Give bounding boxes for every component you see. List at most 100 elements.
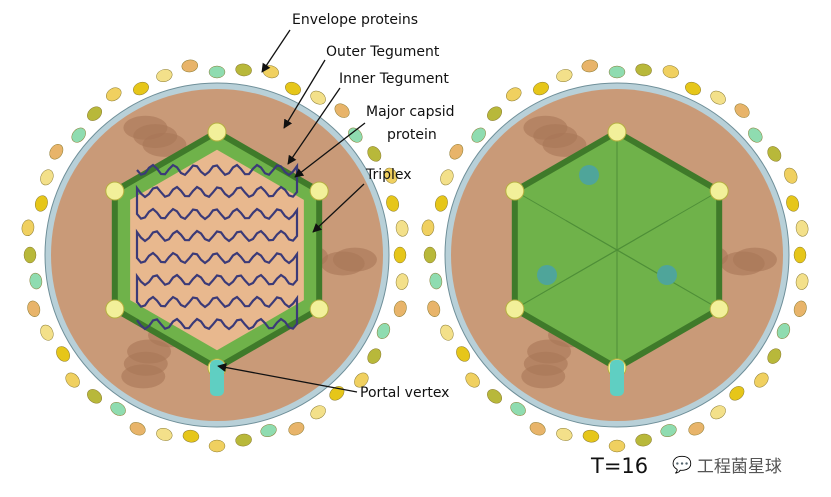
virion-cross-section [21,59,409,453]
tegument-blob [142,132,187,157]
envelope-protein [660,424,677,438]
envelope-protein [440,169,454,186]
envelope-protein [734,103,750,118]
envelope-protein [376,323,391,339]
label-arrows [217,29,366,393]
envelope-protein [793,300,807,317]
envelope-protein [393,246,407,264]
label-portal-vertex: Portal vertex [360,385,450,401]
envelope-protein [487,106,503,121]
envelope-protein [556,427,573,441]
envelope-protein [40,324,54,341]
envelope-protein [367,146,382,162]
label-major-capsid-line2: protein [387,127,437,143]
envelope-protein [487,389,503,404]
envelope-protein [23,246,37,264]
envelope-protein [87,389,103,404]
envelope-protein [635,433,652,447]
envelope-protein [533,81,549,96]
envelope-protein [754,372,769,388]
envelope-protein [429,272,443,290]
envelope-protein [181,59,199,73]
envelope-protein [40,169,54,186]
envelope-protein [427,300,441,317]
envelope-protein [262,65,279,79]
envelope-protein [208,65,226,79]
vertex-protein [709,299,729,319]
envelope-protein [71,127,86,143]
envelope-protein [288,422,305,436]
envelope-protein [608,65,626,79]
envelope-protein [688,422,705,436]
envelope-protein [310,405,326,420]
envelope-protein [423,246,437,264]
dna-genome [135,162,299,331]
vertex-protein [309,299,329,319]
envelope-protein [767,146,782,162]
envelope-protein [529,422,546,436]
envelope-protein [334,103,350,118]
vertex-protein [505,181,525,201]
envelope-protein [367,348,382,364]
envelope-protein [208,439,226,453]
portal-vertex [210,360,224,396]
vertex-protein [505,299,525,319]
envelope-protein [182,429,200,443]
tegument-blob [720,251,765,276]
envelope-protein [421,219,435,237]
envelope-protein [285,81,301,96]
envelope-protein [556,69,573,83]
vertex-protein [105,181,125,201]
label-triplex: Triplex [366,167,412,183]
envelope-protein [662,65,679,79]
watermark: 💬 工程菌星球 [672,452,782,477]
envelope-protein [129,422,146,436]
capsid-facet-edge [514,220,669,310]
portal-vertex [610,360,624,396]
envelope-protein [49,144,64,160]
envelope-protein [440,324,454,341]
watermark-text: 工程菌星球 [696,457,782,477]
envelope-protein [784,167,798,184]
label-envelope-proteins: Envelope proteins [292,12,419,28]
envelope-protein [786,195,800,212]
envelope-protein [310,90,326,105]
envelope-protein [685,81,701,96]
envelope-protein [582,429,600,443]
envelope-protein [393,300,407,317]
envelope-protein [510,402,526,416]
envelope-protein [386,195,400,212]
capsid-facet-edge [565,220,720,310]
envelope-protein [635,63,652,77]
envelope-protein [795,220,809,237]
label-inner-tegument: Inner Tegument [339,71,449,87]
envelope-protein [156,427,173,441]
envelope-protein [748,127,763,143]
envelope-protein [434,195,448,212]
vertex-protein [709,181,729,201]
envelope-protein [710,405,726,420]
vertex-protein [607,122,627,142]
envelope-protein [767,348,782,364]
envelope-protein [354,372,369,388]
envelope-protein [260,424,277,438]
tegument-blob [527,339,572,364]
penton [579,165,599,185]
envelope-protein [449,144,464,160]
envelope-protein [235,63,252,77]
envelope-protein [156,69,173,83]
envelope-protein [395,220,409,237]
envelope-protein [395,273,409,290]
envelope-protein [384,167,398,184]
label-outer-tegument: Outer Tegument [326,44,440,60]
envelope-protein [34,195,48,212]
envelope-protein [110,402,126,416]
envelope-protein [235,433,252,447]
penton [537,265,557,285]
envelope-protein [776,323,791,339]
label-major-capsid-line1: Major capsid [366,104,455,120]
penton [657,265,677,285]
envelope-protein [21,219,35,237]
